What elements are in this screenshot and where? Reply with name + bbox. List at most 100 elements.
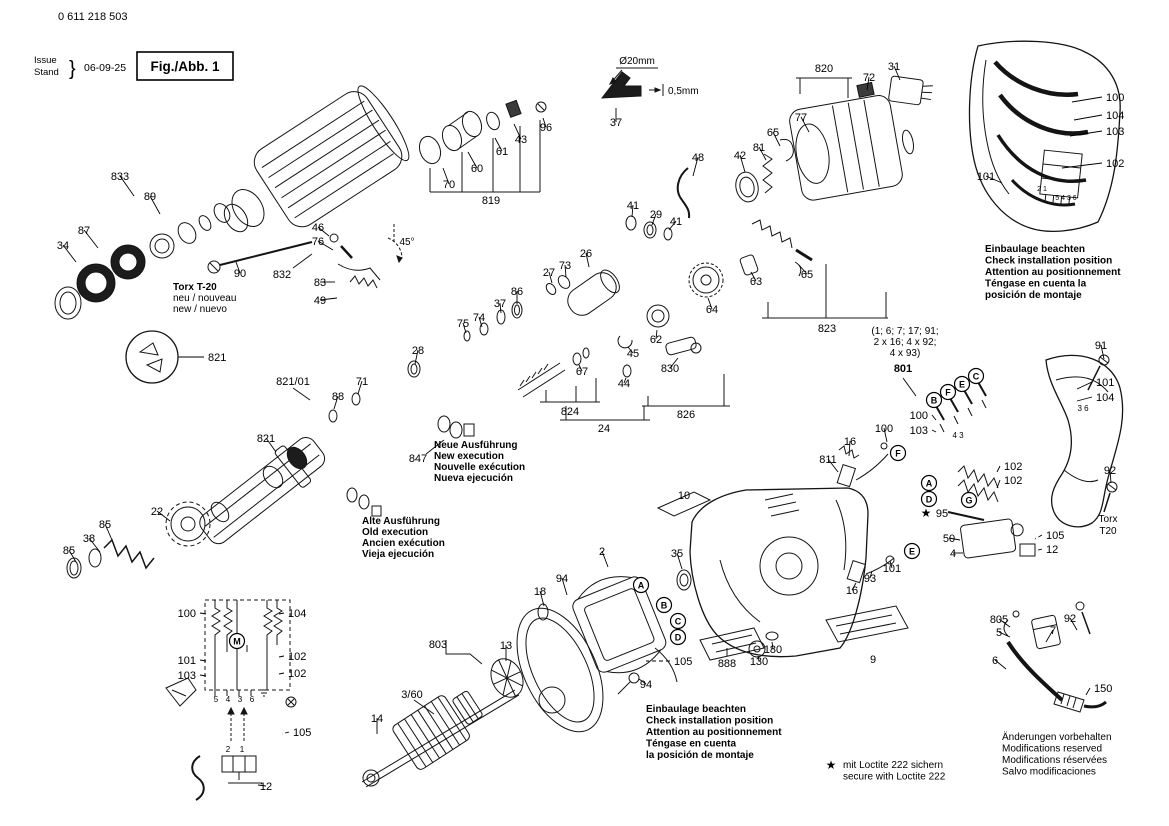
crank-drawing: [646, 219, 813, 356]
part-label-104: 104: [1096, 392, 1114, 404]
hammer-housing-drawing: [735, 75, 933, 203]
part-label-14: 14: [371, 713, 383, 725]
part-label-35: 35: [671, 548, 683, 560]
circled-letter-text: D: [926, 495, 933, 505]
part-label-41: 41: [670, 216, 682, 228]
circled-letter-text: B: [661, 601, 668, 611]
part-label-821/01: 821/01: [276, 376, 310, 388]
part-label-76: 76: [312, 236, 324, 248]
install-note-bottom-line-1: Einbaulage beachten: [646, 704, 746, 715]
part-label-60: 60: [471, 163, 483, 175]
part-label-22: 22: [151, 506, 163, 518]
part-label-13: 13: [500, 640, 512, 652]
circled-letter-A: [632, 576, 650, 594]
part-label-48: 48: [692, 152, 704, 164]
part-label-12: 12: [1046, 544, 1058, 556]
install-note-right-line-4: Téngase en cuenta la: [985, 279, 1087, 290]
circled-letter-text: E: [959, 380, 965, 390]
part-label-4: 4: [950, 548, 956, 560]
issue-date: 06-09-25: [84, 62, 126, 74]
part-label-94: 94: [556, 573, 568, 585]
leader-line: [1073, 114, 1103, 121]
leader-line: [893, 65, 901, 81]
leader-line: [88, 537, 101, 553]
part-label-43: 43: [515, 134, 527, 146]
part-label-821: 821: [257, 433, 275, 445]
circled-letter-F: [939, 383, 957, 401]
old-execution-note-line-4: Vieja ejecución: [362, 549, 434, 560]
part-label-5: 5: [996, 627, 1002, 639]
part-label-830: 830: [661, 363, 679, 375]
circled-letter-C: [967, 367, 985, 385]
part-label-102: 102: [1004, 475, 1022, 487]
new-execution-note-line-1: Neue Ausführung: [434, 440, 518, 451]
leader-line: [494, 137, 503, 152]
cable-switch-drawing: [1003, 601, 1107, 713]
modifications-note-line-1: Änderungen vorbehalten: [1002, 731, 1112, 743]
leader-line: [585, 252, 590, 268]
part-label-4: 4: [226, 695, 231, 704]
install-note-bottom-line-5: la posición de montaje: [646, 750, 754, 761]
loctite-note-line-2: secure with Loctite 222: [843, 772, 946, 783]
leader-line: [771, 641, 774, 650]
new-execution-note-line-3: Nouvelle exécution: [434, 462, 525, 473]
leader-line: [513, 123, 522, 140]
part-label-29: 29: [650, 209, 662, 221]
part-label-27: 27: [543, 267, 555, 279]
leader-line: [631, 204, 634, 218]
group-801-note-line-3: 4 x 93): [890, 348, 921, 359]
part-label-★: ★: [826, 758, 837, 772]
part-label-72: 72: [863, 72, 875, 84]
circled-letter-text: F: [945, 388, 951, 398]
part-label-101: 101: [178, 655, 196, 667]
leader-line: [278, 655, 285, 658]
part-label-803: 803: [429, 639, 447, 651]
circled-letter-text: B: [931, 396, 938, 406]
circled-letter-F: [889, 444, 907, 462]
leader-line: [539, 590, 545, 607]
part-label-65: 65: [767, 127, 779, 139]
leader-line: [62, 244, 77, 263]
torx-note-line-2: neu / nouveau: [173, 293, 236, 304]
leader-line: [564, 264, 567, 278]
leader-brackets: [292, 77, 917, 715]
circled-letter-D: [669, 628, 687, 646]
circled-letter-text: D: [675, 633, 682, 643]
part-label-100: 100: [875, 423, 893, 435]
torx-note-line-1: Torx T-20: [173, 282, 217, 293]
leader-line: [655, 329, 658, 340]
part-label-3 6: 3 6: [1077, 404, 1089, 413]
hammer-tube-drawing: [66, 360, 421, 579]
part-label-6: 6: [250, 695, 255, 704]
part-label-90: 90: [234, 268, 246, 280]
leader-line: [1071, 96, 1103, 103]
part-label-31: 31: [888, 61, 900, 73]
header: 0 611 218 503 Issue Stand } 06-09-25 Fig…: [34, 11, 234, 81]
part-label-102: 102: [288, 668, 306, 680]
leader-line: [1034, 548, 1043, 552]
leader-line: [317, 226, 330, 237]
part-label-73: 73: [559, 260, 571, 272]
small-rings-drawing: [625, 215, 673, 241]
leader-line: [542, 117, 547, 128]
leader-line: [357, 380, 363, 395]
part-label-★: ★: [921, 506, 932, 520]
leader-line: [998, 631, 1011, 638]
part-label-1: 1: [240, 745, 245, 754]
part-label-96: 96: [540, 122, 552, 134]
circled-letter-C: [669, 612, 687, 630]
circled-letter-A: [920, 474, 938, 492]
torx-note-line-3: new / nuevo: [173, 304, 227, 315]
gear-housing-drawing: [223, 85, 410, 233]
install-note-right-line-5: posición de montaje: [985, 290, 1082, 301]
leader-line: [156, 510, 171, 522]
part-label-3/60: 3/60: [401, 689, 422, 701]
loctite-note-line-1: mit Loctite 222 sichern: [843, 760, 943, 771]
part-label-75: 75: [457, 318, 469, 330]
part-label-100: 100: [178, 608, 196, 620]
handle-drawing: [1045, 354, 1124, 528]
circled-letter-text: E: [909, 547, 915, 557]
part-label-7: 7: [1050, 625, 1056, 637]
circled-letter-text: C: [973, 372, 980, 382]
